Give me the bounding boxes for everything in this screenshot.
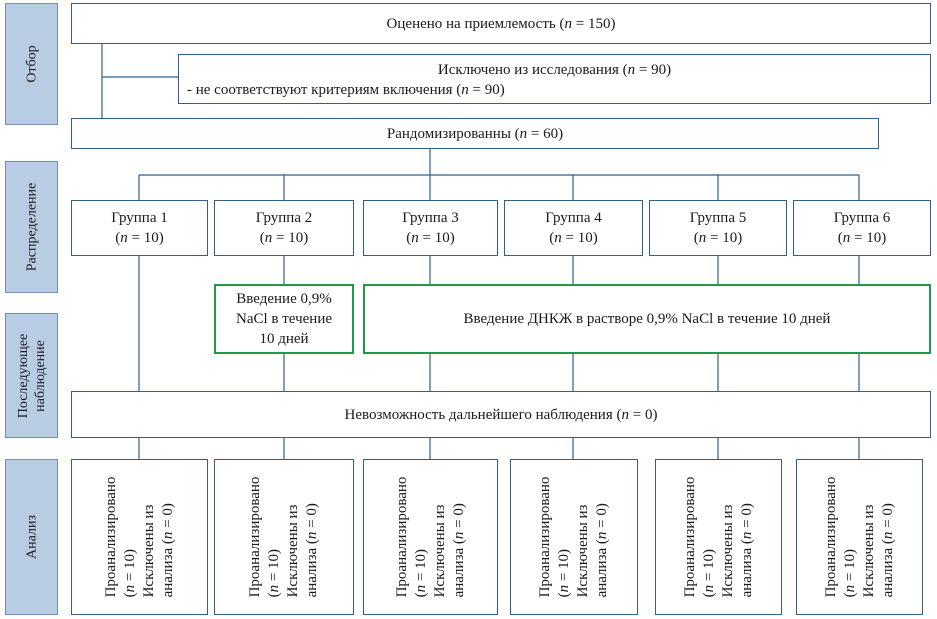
group-box-5: Группа 5 (n = 10) bbox=[649, 200, 787, 256]
section-label-analysis: Анализ bbox=[5, 459, 58, 615]
group-count: (n = 10) bbox=[837, 230, 887, 246]
assessed-text: Оценено на приемлемость (n = 150) bbox=[386, 15, 616, 32]
lost-followup-text: Невозможность дальнейшего наблюдения (n … bbox=[344, 406, 658, 423]
analyzed-count: (n = 10) bbox=[412, 548, 429, 598]
excluded-count: анализа (n = 0) bbox=[450, 503, 467, 598]
group-count: (n = 10) bbox=[549, 230, 598, 246]
group-name: Группа 3 bbox=[402, 210, 459, 226]
section-label-followup-line2: наблюдение bbox=[32, 339, 48, 412]
excluded-count: анализа (n = 0) bbox=[159, 503, 176, 598]
intervention-nacl-line1: Введение 0,9% bbox=[236, 291, 332, 307]
group-box-6: Группа 6 (n = 10) bbox=[793, 200, 931, 256]
excluded-line1: Исключено из исследования (n = 90) bbox=[437, 62, 672, 78]
group-count: (n = 10) bbox=[406, 230, 455, 246]
section-label-followup: Последующее наблюдение bbox=[5, 313, 58, 438]
section-label-allocation-text: Распределение bbox=[24, 182, 39, 272]
section-label-selection: Отбор bbox=[5, 3, 58, 125]
group-count: (n = 10) bbox=[115, 230, 164, 246]
section-label-allocation: Распределение bbox=[5, 161, 58, 293]
analyzed-label: Проанализировано bbox=[247, 476, 263, 598]
section-label-selection-text: Отбор bbox=[24, 45, 39, 83]
group-name: Группа 1 bbox=[111, 210, 168, 226]
analysis-box-6: Проанализировано (n = 10) Исключены из а… bbox=[796, 459, 923, 615]
analyzed-label: Проанализировано bbox=[822, 476, 839, 598]
section-label-followup-text: Последующее наблюдение bbox=[15, 333, 49, 417]
analyzed-label: Проанализировано bbox=[393, 476, 410, 598]
analyzed-count: (n = 10) bbox=[700, 548, 717, 598]
section-label-followup-line1: Последующее bbox=[15, 333, 31, 418]
excluded-label: Исключены из bbox=[285, 504, 301, 598]
excluded-box: Исключено из исследования (n = 90) - не … bbox=[178, 54, 931, 104]
analyzed-count: (n = 10) bbox=[121, 548, 138, 598]
analysis-box-2: Проанализировано (n = 10) Исключены из а… bbox=[214, 459, 354, 615]
excluded-label: Исключены из bbox=[431, 504, 448, 598]
excluded-label: Исключены из bbox=[719, 504, 736, 598]
group-box-4: Группа 4 (n = 10) bbox=[504, 200, 643, 256]
group-count: (n = 10) bbox=[693, 230, 743, 246]
lost-followup-box: Невозможность дальнейшего наблюдения (n … bbox=[71, 391, 931, 438]
analysis-box-1: Проанализировано (n = 10) Исключены из а… bbox=[71, 459, 208, 615]
excluded-count: анализа (n = 0) bbox=[304, 503, 320, 598]
section-label-analysis-text: Анализ bbox=[24, 515, 39, 559]
intervention-dnkzh-box: Введение ДНКЖ в растворе 0,9% NaCl в теч… bbox=[363, 284, 931, 354]
intervention-nacl-line2: NaCl в течение bbox=[236, 311, 332, 327]
analysis-box-3: Проанализировано (n = 10) Исключены из а… bbox=[363, 459, 498, 615]
analyzed-count: (n = 10) bbox=[841, 548, 858, 598]
analyzed-label: Проанализировано bbox=[102, 476, 119, 598]
group-count: (n = 10) bbox=[259, 230, 309, 246]
analysis-box-5: Проанализировано (n = 10) Исключены из а… bbox=[655, 459, 782, 615]
group-name: Группа 6 bbox=[833, 210, 891, 226]
excluded-count: анализа (n = 0) bbox=[738, 503, 755, 598]
excluded-count: анализа (n = 0) bbox=[879, 503, 896, 598]
excluded-line2: - не соответствуют критериям включения (… bbox=[187, 82, 505, 98]
group-box-2: Группа 2 (n = 10) bbox=[214, 200, 354, 256]
assessed-box: Оценено на приемлемость (n = 150) bbox=[71, 3, 931, 44]
group-box-3: Группа 3 (n = 10) bbox=[363, 200, 498, 256]
intervention-nacl-box: Введение 0,9% NaCl в течение 10 дней bbox=[214, 284, 354, 354]
analyzed-label: Проанализировано bbox=[681, 476, 698, 598]
excluded-label: Исключены из bbox=[860, 504, 877, 598]
randomized-box: Рандомизированны (n = 60) bbox=[71, 118, 879, 149]
excluded-count: анализа (n = 0) bbox=[594, 503, 610, 598]
analyzed-count: (n = 10) bbox=[556, 548, 572, 598]
excluded-label: Исключены из bbox=[575, 504, 591, 598]
analyzed-count: (n = 10) bbox=[266, 548, 282, 598]
group-name: Группа 5 bbox=[689, 210, 747, 226]
excluded-label: Исключены из bbox=[140, 504, 157, 598]
intervention-nacl-line3: 10 дней bbox=[259, 331, 309, 347]
randomized-text: Рандомизированны (n = 60) bbox=[386, 125, 564, 142]
analyzed-label: Проанализировано bbox=[537, 476, 553, 598]
group-name: Группа 2 bbox=[255, 210, 313, 226]
analysis-box-4: Проанализировано (n = 10) Исключены из а… bbox=[510, 459, 638, 615]
group-box-1: Группа 1 (n = 10) bbox=[71, 200, 208, 256]
intervention-dnkzh-text: Введение ДНКЖ в растворе 0,9% NaCl в теч… bbox=[463, 311, 831, 327]
group-name: Группа 4 bbox=[545, 210, 602, 226]
